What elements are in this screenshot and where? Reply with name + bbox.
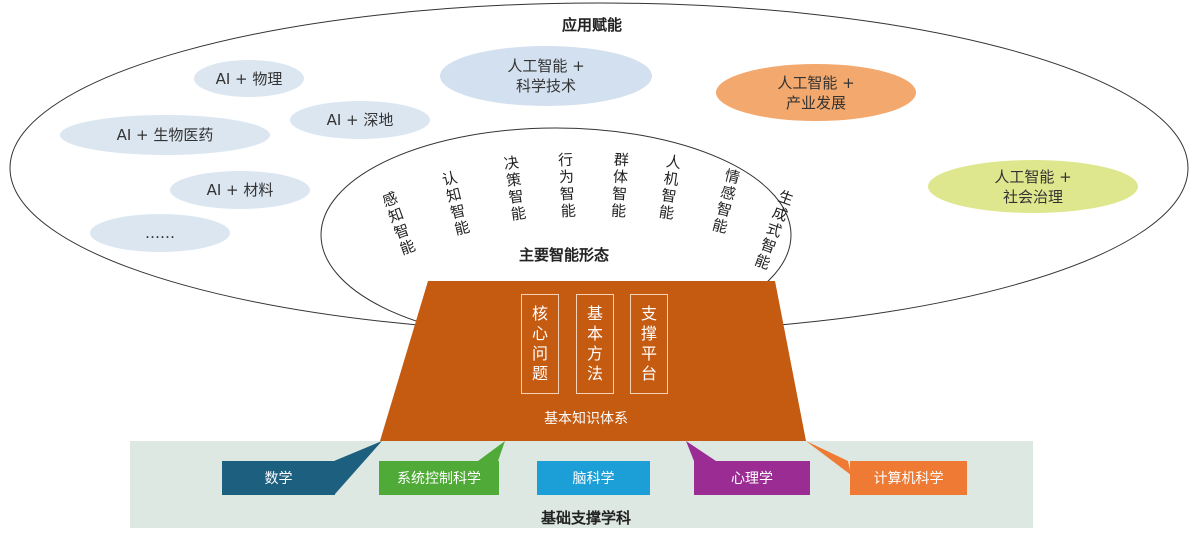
subject-computer-science: 计算机科学 (850, 461, 967, 495)
app-bubble-label: 人工智能 + 社会治理 (994, 167, 1072, 206)
pillar-label: 基本方法 (586, 304, 603, 383)
pillar-basic-methods: 基本方法 (576, 294, 614, 394)
subject-systems-control: 系统控制科学 (379, 461, 499, 495)
subject-psychology: 心理学 (694, 461, 810, 495)
app-bubble-label: AI + 深地 (326, 111, 394, 129)
pillar-label: 支撑平台 (640, 304, 657, 383)
form-behavior: 行为智能 (557, 150, 577, 221)
app-bubble-industry: 人工智能 + 产业发展 (716, 64, 916, 121)
core-trapezoid (380, 281, 806, 441)
app-bubble-label: AI + 物理 (215, 69, 283, 88)
forms-title: 主要智能形态 (519, 246, 610, 264)
callout-tail-psychology (686, 441, 716, 461)
application-title: 应用赋能 (562, 16, 623, 34)
app-bubble-label: 人工智能 + 产业发展 (777, 73, 855, 112)
subject-brain-science: 脑科学 (537, 461, 650, 495)
base-title: 基础支撑学科 (541, 509, 632, 527)
app-bubble-more: …… (90, 214, 230, 252)
pillar-support-platform: 支撑平台 (630, 294, 668, 394)
pillar-core-issues: 核心问题 (521, 294, 559, 394)
pillar-label: 核心问题 (531, 304, 548, 383)
app-bubble-label: AI + 材料 (206, 181, 274, 199)
app-bubble-label: 人工智能 + 科学技术 (507, 57, 585, 95)
app-bubble-label: …… (145, 224, 175, 242)
app-bubble-science-tech: 人工智能 + 科学技术 (440, 46, 652, 106)
callout-tail-computer (806, 441, 851, 475)
app-bubble-governance: 人工智能 + 社会治理 (928, 160, 1138, 213)
app-bubble-biomedicine: AI + 生物医药 (60, 115, 270, 155)
app-bubble-deep-earth: AI + 深地 (290, 101, 430, 139)
app-bubble-materials: AI + 材料 (170, 171, 310, 209)
callout-tail-math (334, 441, 382, 494)
core-title: 基本知识体系 (544, 411, 628, 427)
app-bubble-label: AI + 生物医药 (116, 126, 214, 144)
form-swarm: 群体智能 (610, 150, 630, 221)
callout-tail-systems (478, 441, 505, 461)
subject-math: 数学 (222, 461, 335, 495)
app-bubble-physics: AI + 物理 (194, 60, 304, 97)
